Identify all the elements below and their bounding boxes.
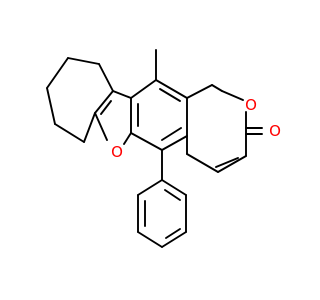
structure-drawing: O O O	[46, 49, 281, 248]
bond	[130, 132, 163, 151]
bond-double-inner	[165, 228, 181, 239]
bond	[123, 132, 132, 145]
molecule-diagram: O O O	[46, 49, 281, 248]
bond-double-inner	[164, 189, 181, 201]
bond	[211, 84, 223, 92]
bond	[98, 63, 114, 92]
bond	[186, 153, 219, 173]
bond-double-inner	[159, 88, 181, 102]
bond	[94, 112, 108, 141]
bonds	[46, 49, 263, 248]
bond	[46, 87, 56, 125]
bond	[217, 155, 247, 173]
bond	[83, 112, 96, 143]
bond	[112, 90, 132, 99]
bond-double-inner	[215, 157, 239, 168]
bond	[161, 135, 188, 151]
bond	[161, 231, 187, 248]
bond	[54, 123, 85, 143]
bond	[161, 179, 187, 196]
bond	[221, 90, 244, 101]
bond	[137, 231, 163, 248]
bond	[155, 79, 188, 99]
atom-label-o-furan: O	[111, 143, 123, 161]
bond	[137, 179, 163, 196]
atom-labels: O O O	[111, 96, 281, 161]
atom-label-o-carbonyl: O	[269, 122, 281, 140]
bond	[130, 79, 157, 99]
bond	[186, 84, 213, 99]
bond-double-inner	[100, 100, 112, 115]
bond	[46, 57, 69, 89]
bond	[94, 90, 114, 114]
bond-double-inner	[161, 127, 182, 141]
atom-label-o-pyranone: O	[245, 96, 257, 114]
bond	[67, 57, 100, 65]
